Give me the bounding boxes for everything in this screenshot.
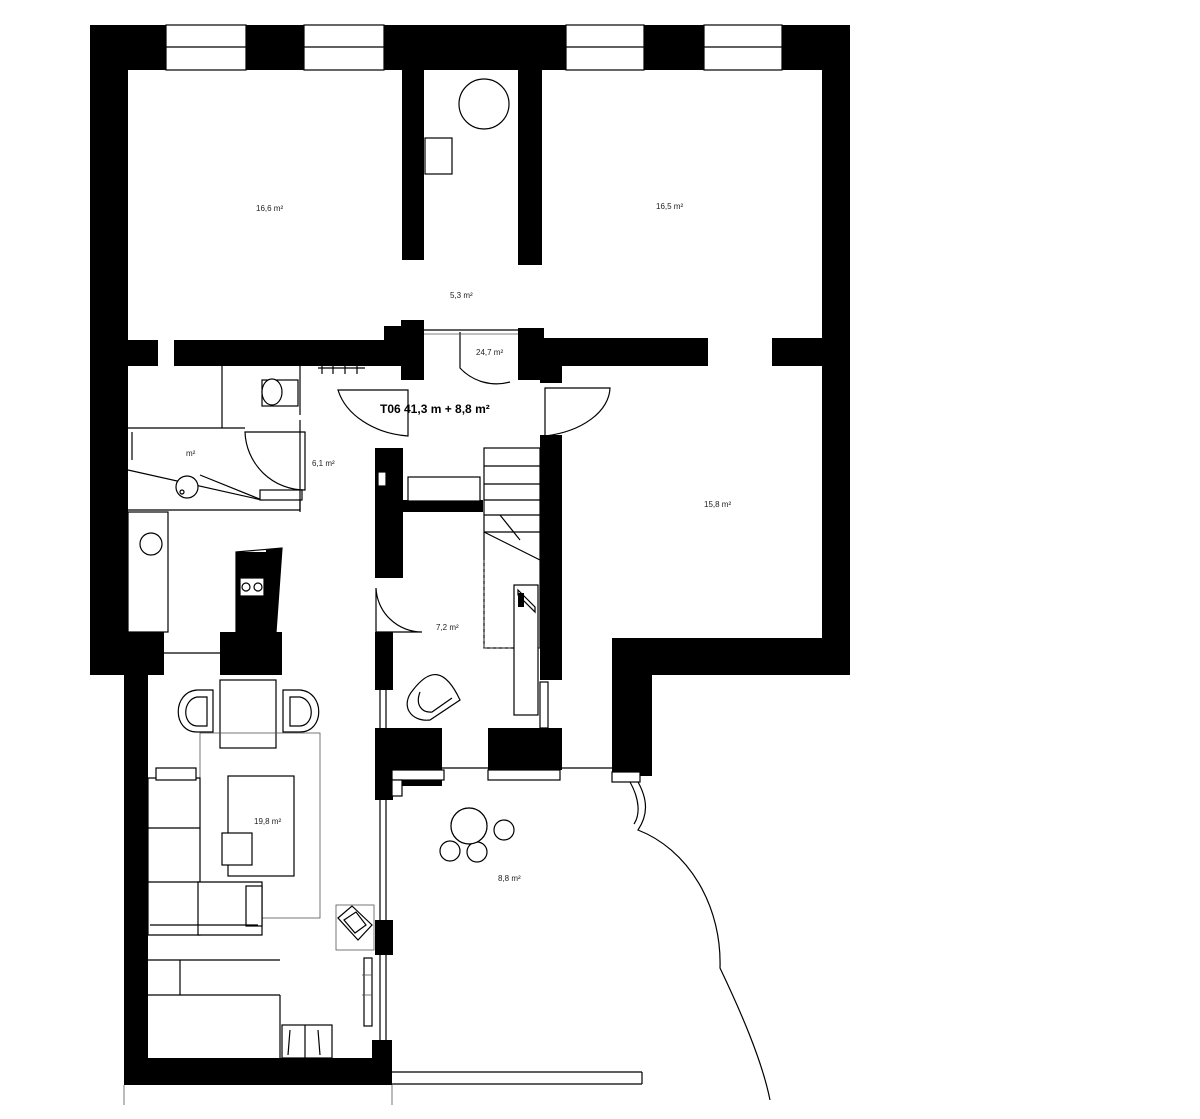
staircase	[377, 447, 541, 649]
living-furniture	[147, 679, 375, 1059]
room-label-living: 19,8 m²	[254, 817, 281, 826]
kitchen-fixtures	[127, 511, 283, 633]
top-furniture	[424, 78, 510, 175]
room-label-small: 24,7 m²	[476, 348, 503, 357]
title-label: T06 41,3 m + 8,8 m²	[380, 402, 490, 416]
room-label-bathroom: m²	[186, 449, 196, 458]
doors	[244, 329, 612, 1040]
interior-walls	[90, 70, 822, 955]
terrace	[123, 781, 771, 1105]
room-label-hall: 6,1 m²	[312, 459, 335, 468]
room-label-terrace: 8,8 m²	[498, 874, 521, 883]
bathroom-fixtures	[127, 364, 365, 512]
room-label-corridor-top: 5,3 m²	[450, 291, 473, 300]
room-label-ne: 16,5 m²	[656, 202, 683, 211]
room-label-nw: 16,6 m²	[256, 204, 283, 213]
hall-furniture	[406, 584, 539, 721]
room-label-kitchen-hall: 7,2 m²	[436, 623, 459, 632]
outer-walls	[90, 24, 850, 1085]
room-label-east: 15,8 m²	[704, 500, 731, 509]
room-labels: T06 41,3 m + 8,8 m² 16,6 m² 16,5 m² 5,3 …	[186, 202, 731, 883]
